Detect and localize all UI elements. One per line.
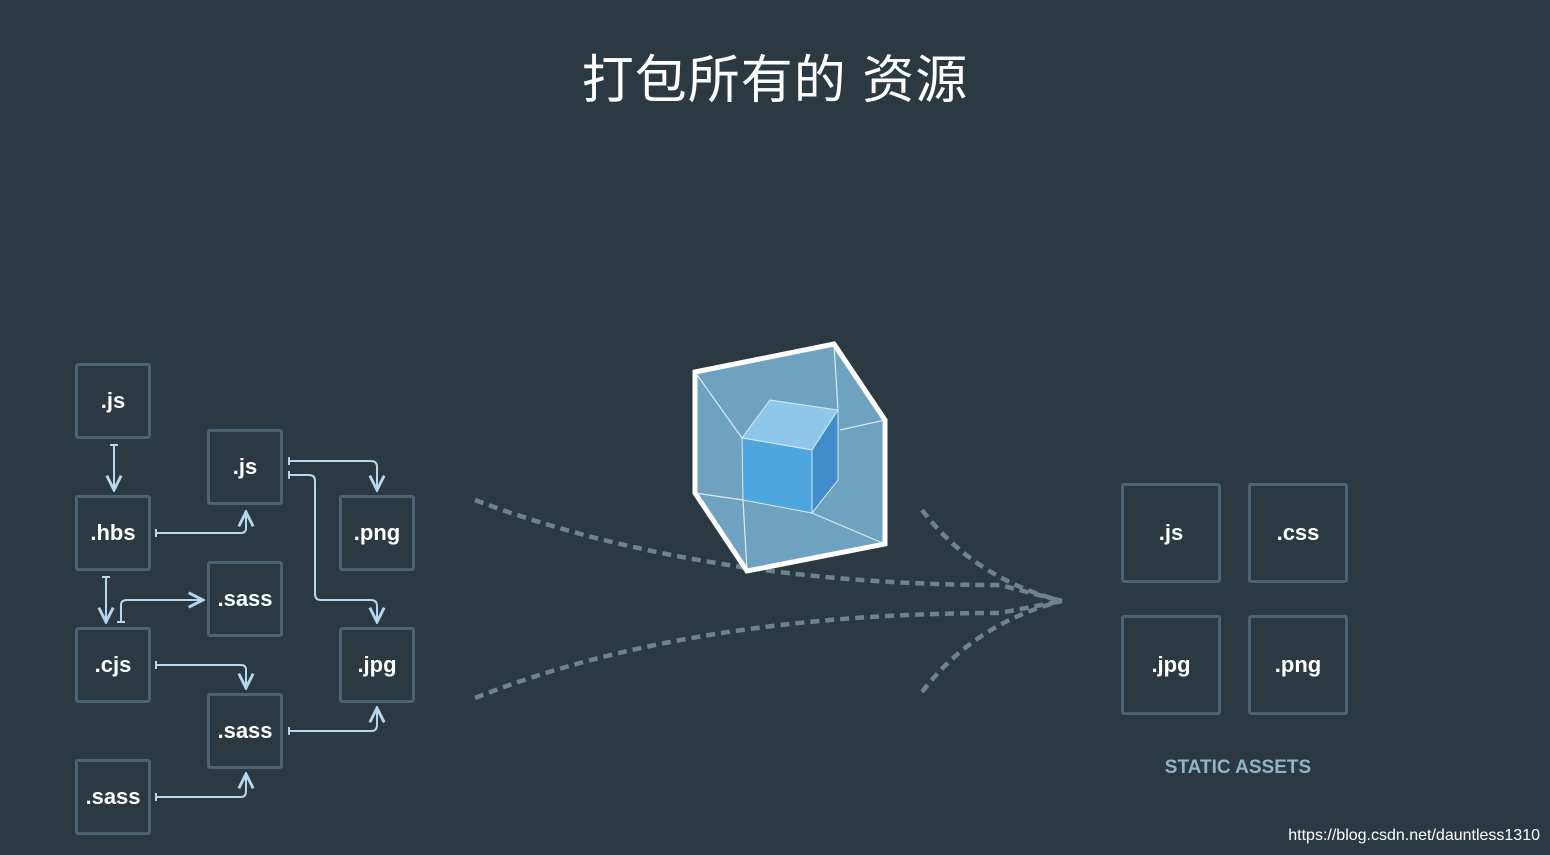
file-box: .sass — [75, 759, 151, 835]
file-box: .js — [75, 363, 151, 439]
page-title: 打包所有的 资源 — [581, 52, 969, 110]
asset-box: .jpg — [1121, 615, 1221, 715]
asset-box: .css — [1248, 483, 1348, 583]
file-box: .sass — [207, 561, 283, 637]
arrow-sass-to-jpg — [289, 708, 377, 732]
file-box: .js — [207, 429, 283, 505]
file-box: .jpg — [339, 627, 415, 703]
arrow-sass-to-sass — [156, 774, 246, 798]
asset-box: .js — [1121, 483, 1221, 583]
file-box: .cjs — [75, 627, 151, 703]
arrow-js-to-png — [289, 460, 377, 490]
flow-line-top — [474, 497, 1063, 604]
file-box: .hbs — [75, 495, 151, 571]
arrow-js-to-jpg — [289, 474, 377, 622]
file-box: .png — [339, 495, 415, 571]
watermark: https://blog.csdn.net/dauntless1310 — [1288, 827, 1540, 844]
flow-fan-top — [920, 508, 1063, 604]
flow-line-bottom — [474, 598, 1063, 701]
static-assets-caption: STATIC ASSETS — [1164, 757, 1312, 778]
asset-box: .png — [1248, 615, 1348, 715]
webpack-cube-icon — [692, 341, 888, 574]
file-box: .sass — [207, 693, 283, 769]
arrow-cjs-to-sass — [120, 600, 203, 622]
arrow-hbs-to-js — [156, 512, 246, 534]
arrow-cjs-to-sass-2 — [156, 664, 246, 688]
flow-fan-bottom — [920, 598, 1063, 694]
